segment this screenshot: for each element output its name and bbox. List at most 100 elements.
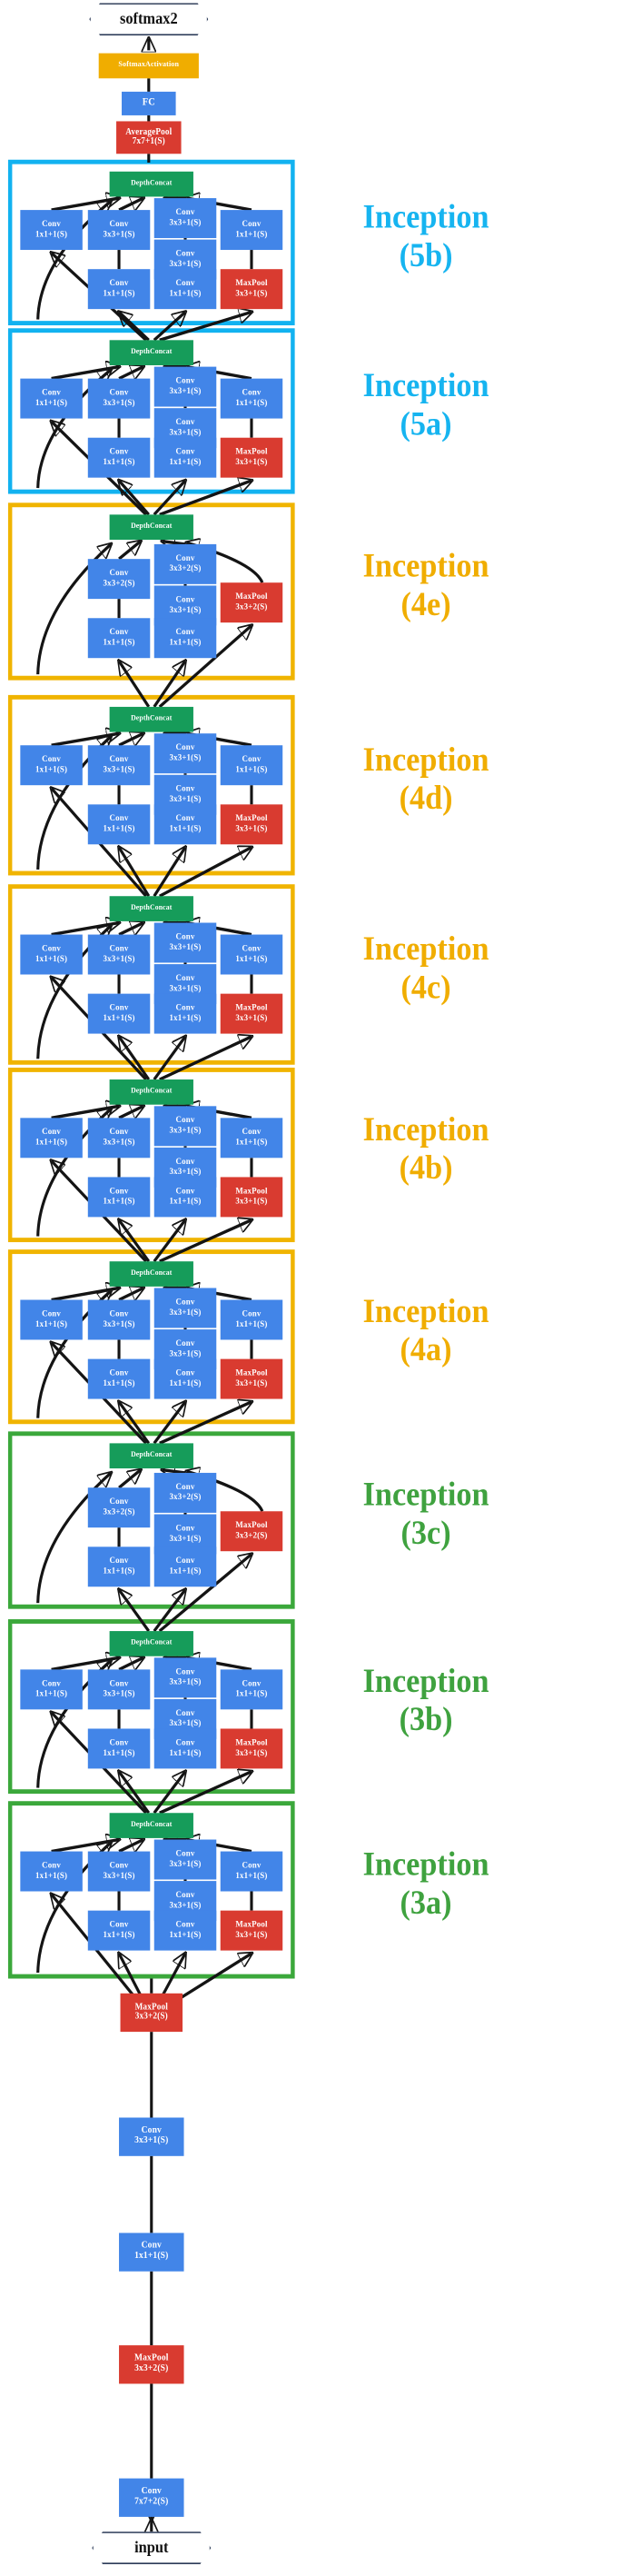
depthconcat-4e[interactable]: DepthConcat <box>109 514 193 541</box>
softmax-activation-node[interactable]: SoftmaxActivation <box>98 53 199 79</box>
conv-3x3-branch-3b-line2: 3x3+1(S) <box>103 1689 135 1699</box>
depthconcat-4d[interactable]: DepthConcat <box>109 706 193 732</box>
stem-conv-3x3-line1: Conv <box>141 2125 162 2136</box>
conv-3x3-branch-4d-line2: 3x3+1(S) <box>103 765 135 774</box>
depthconcat-4b[interactable]: DepthConcat <box>109 1079 193 1105</box>
maxpool-branch-3a-line2: 3x3+1(S) <box>235 1930 268 1940</box>
input-terminal[interactable]: input <box>92 2531 212 2564</box>
depthconcat-3c[interactable]: DepthConcat <box>109 1443 193 1469</box>
conv-pool-proj-3a-line2: 1x1+1(S) <box>235 1871 268 1881</box>
inception-frame-5b <box>7 159 295 326</box>
conv-3x3-branch-5a-line2: 3x3+1(S) <box>103 398 135 408</box>
depthconcat-3b[interactable]: DepthConcat <box>109 1631 193 1656</box>
fc-node[interactable]: FC <box>122 91 176 115</box>
conv-reduce-3x3-4b-line1: Conv <box>109 1188 129 1198</box>
depthconcat-4c[interactable]: DepthConcat <box>109 896 193 921</box>
softmax2-output-terminal[interactable]: softmax2 <box>89 3 209 36</box>
stem-conv-7x7-line1: Conv <box>141 2486 162 2497</box>
conv-pool-proj-5b-line1: Conv <box>242 221 262 230</box>
inception-label-5a: Inception (5a) <box>362 366 489 443</box>
conv-reduce-5x5-5a-line2: 1x1+1(S) <box>169 457 202 467</box>
conv-reduce-3x3-5b-line1: Conv <box>109 280 129 289</box>
depthconcat-4a[interactable]: DepthConcat <box>109 1261 193 1287</box>
depthconcat-3a[interactable]: DepthConcat <box>109 1813 193 1838</box>
depthconcat-5b[interactable]: DepthConcat <box>109 171 193 197</box>
depthconcat-5a[interactable]: DepthConcat <box>109 340 193 365</box>
conv-3x3-branch-5b-line2: 3x3+1(S) <box>103 230 135 239</box>
